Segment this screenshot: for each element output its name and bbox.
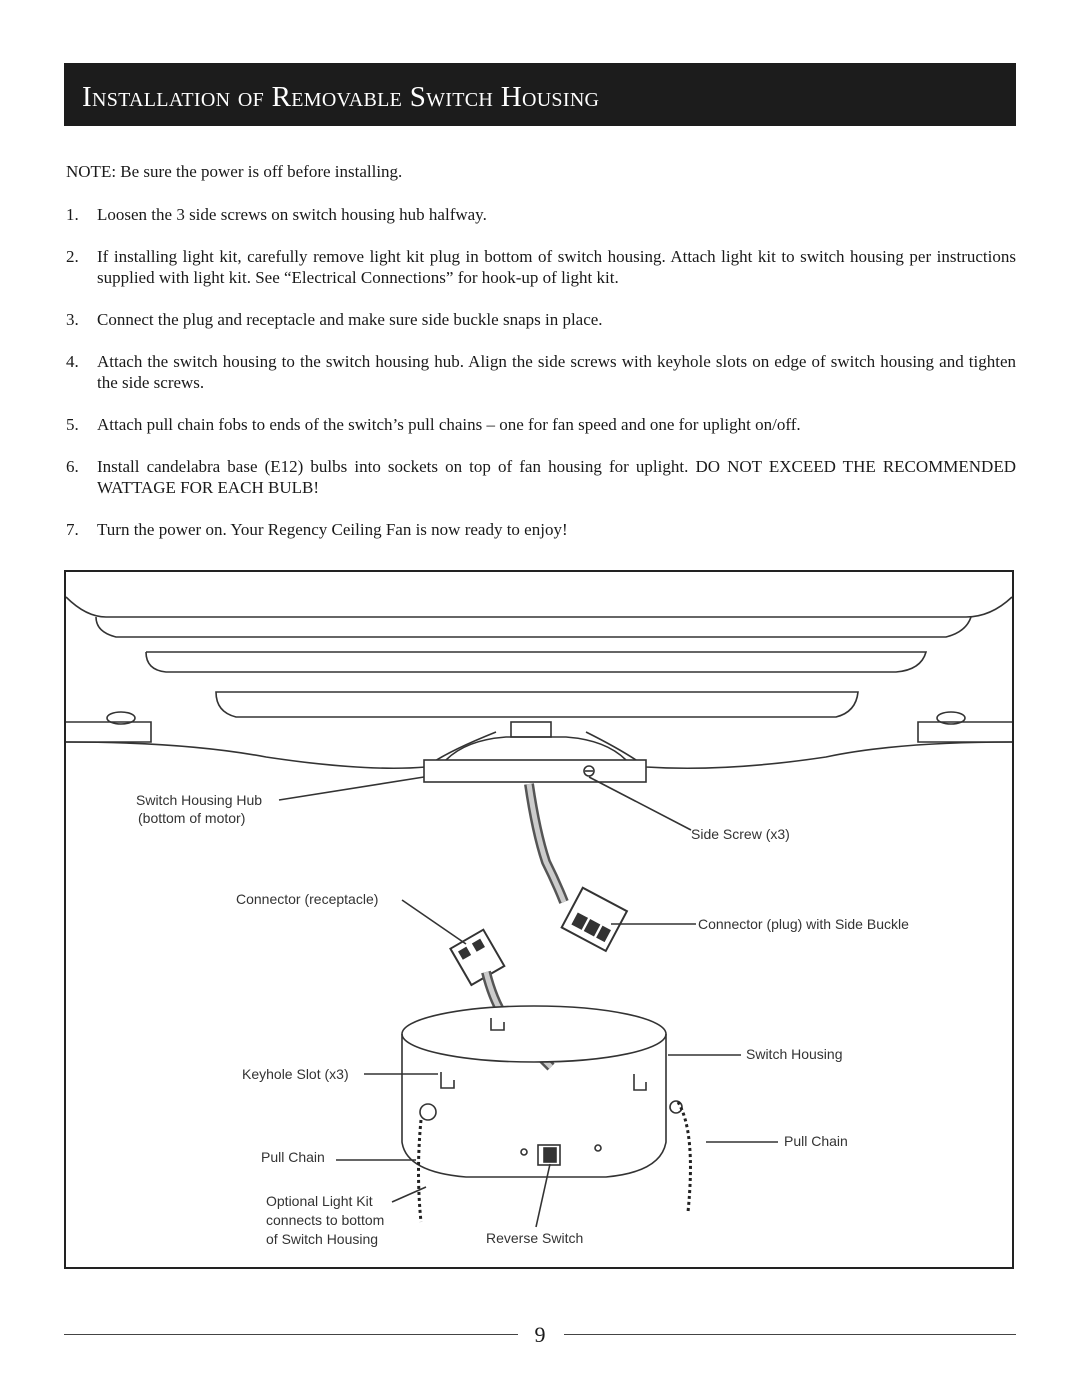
- switch-housing-top: [401, 1005, 667, 1063]
- section-title-bar: Installation of Removable Switch Housing: [64, 63, 1016, 126]
- hub-collar: [445, 736, 627, 761]
- motor-housing-outline: [66, 596, 1012, 618]
- label-pull-chain-left: Pull Chain: [261, 1149, 325, 1165]
- label-hub-line1: Switch Housing Hub: [136, 792, 262, 808]
- diagram-drawing: Switch Housing Hub (bottom of motor) Sid…: [66, 596, 1012, 1247]
- pull-chain-right: [676, 1101, 692, 1213]
- switch-housing-hub: [423, 759, 647, 783]
- step-text: Connect the plug and receptacle and make…: [97, 310, 603, 329]
- step-number: 4.: [66, 352, 79, 371]
- section-title: Installation of Removable Switch Housing: [82, 81, 600, 113]
- label-keyhole: Keyhole Slot (x3): [242, 1066, 349, 1082]
- connector-plug: [560, 886, 629, 953]
- step-text: Turn the power on. Your Regency Ceiling …: [97, 520, 568, 539]
- step-number: 7.: [66, 520, 79, 539]
- leader-reverse: [535, 1163, 551, 1228]
- step-item: 1. Loosen the 3 side screws on switch hou…: [66, 204, 1016, 225]
- pull-chain-right-mount: [669, 1100, 683, 1114]
- blade-arm-right: [917, 721, 1012, 743]
- label-reverse-switch: Reverse Switch: [486, 1230, 583, 1246]
- safety-note: NOTE: Be sure the power is off before in…: [66, 162, 403, 181]
- leader-side-screw: [588, 776, 692, 831]
- footer-rule-right: [564, 1334, 1016, 1335]
- hub-side-screw: [583, 765, 595, 777]
- step-item: 4. Attach the switch housing to the switc…: [66, 351, 1016, 393]
- step-text: If installing light kit, carefully remov…: [97, 247, 1016, 287]
- step-text: Install candelabra base (E12) bulbs into…: [97, 457, 1016, 497]
- label-hub-line2: (bottom of motor): [138, 810, 245, 826]
- motor-housing-base: [215, 691, 859, 718]
- step-number: 1.: [66, 205, 79, 224]
- footer-rule-left: [64, 1334, 518, 1335]
- instruction-steps: 1. Loosen the 3 side screws on switch hou…: [66, 204, 1016, 561]
- step-item: 6. Install candelabra base (E12) bulbs in…: [66, 456, 1016, 498]
- blade-curve-left: [66, 731, 497, 770]
- step-number: 6.: [66, 457, 79, 476]
- keyhole-slot-right: [633, 1074, 647, 1091]
- pull-chain-left-mount: [419, 1103, 437, 1121]
- step-item: 2. If installing light kit, carefully rem…: [66, 246, 1016, 288]
- keyhole-slot-center: [490, 1018, 505, 1031]
- label-side-screw: Side Screw (x3): [691, 826, 790, 842]
- page-number: 9: [534, 1322, 546, 1347]
- label-plug: Connector (plug) with Side Buckle: [698, 916, 909, 932]
- label-receptacle: Connector (receptacle): [236, 891, 378, 907]
- label-light-kit-line3: of Switch Housing: [266, 1231, 378, 1247]
- blade-curve-right: [585, 731, 1012, 770]
- step-text: Attach pull chain fobs to ends of the sw…: [97, 415, 801, 434]
- step-item: 5. Attach pull chain fobs to ends of the …: [66, 414, 1016, 435]
- step-number: 2.: [66, 247, 79, 266]
- blade-bolt-right: [936, 711, 966, 725]
- leader-hub: [278, 776, 425, 801]
- step-item: 7. Turn the power on. Your Regency Ceilin…: [66, 519, 1016, 540]
- motor-stem: [510, 721, 552, 738]
- leader-receptacle: [401, 899, 467, 945]
- label-pull-chain-right: Pull Chain: [784, 1133, 848, 1149]
- step-text: Attach the switch housing to the switch …: [97, 352, 1016, 392]
- switch-housing-body: [401, 1034, 667, 1178]
- keyhole-slot-left: [440, 1072, 455, 1089]
- leader-light-kit: [391, 1186, 427, 1203]
- step-number: 3.: [66, 310, 79, 329]
- label-light-kit-line2: connects to bottom: [266, 1212, 384, 1228]
- motor-housing-rim: [95, 616, 972, 638]
- blade-bolt-left: [106, 711, 136, 725]
- blade-arm-left: [66, 721, 152, 743]
- step-text: Loosen the 3 side screws on switch housi…: [97, 205, 487, 224]
- label-light-kit-line1: Optional Light Kit: [266, 1193, 373, 1209]
- motor-housing-lower-rim: [145, 651, 928, 673]
- step-item: 3. Connect the plug and receptacle and ma…: [66, 309, 1016, 330]
- step-number: 5.: [66, 415, 79, 434]
- switch-housing-diagram: Switch Housing Hub (bottom of motor) Sid…: [64, 570, 1014, 1269]
- pull-chain-left: [417, 1119, 423, 1223]
- label-switch-housing: Switch Housing: [746, 1046, 843, 1062]
